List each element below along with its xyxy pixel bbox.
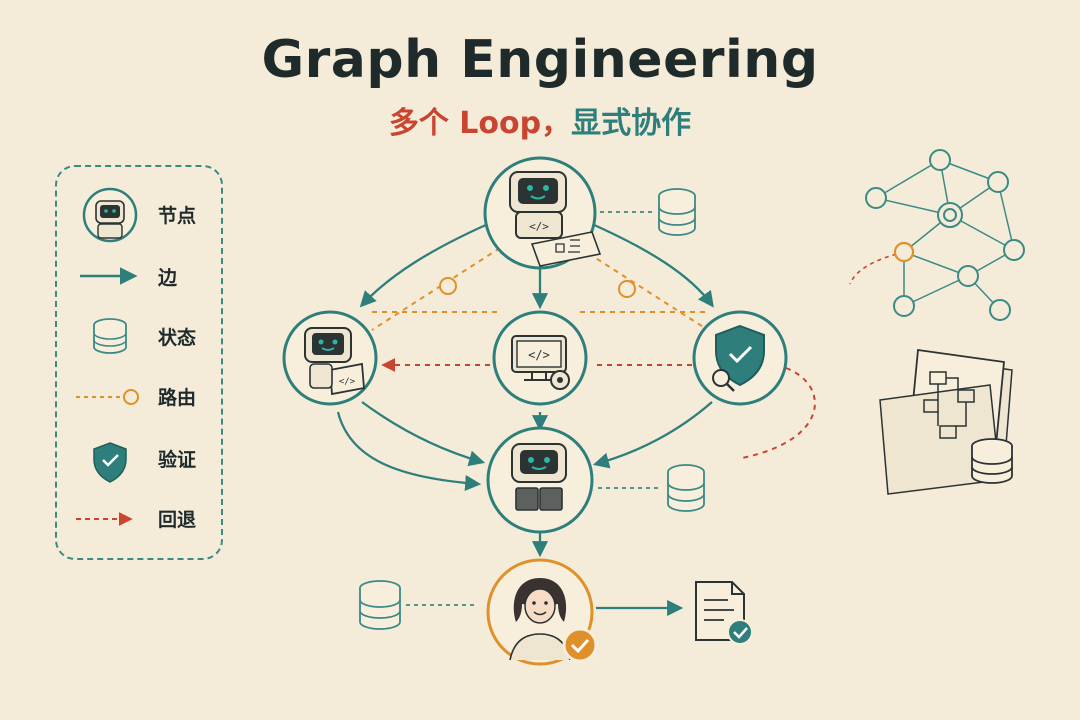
- legend-label-verify: 验证: [158, 449, 197, 471]
- node-planner: </>: [483, 156, 602, 270]
- document-check-icon: [695, 581, 753, 645]
- node-verifier: [692, 310, 788, 406]
- legend-label-fallback: 回退: [158, 509, 197, 531]
- node-coder: </>: [282, 310, 378, 406]
- route-markers: [439, 277, 636, 298]
- robot-laptop-icon: </>: [304, 327, 365, 396]
- page-subtitle: 多个 Loop，显式协作: [0, 98, 1080, 142]
- state-database-middle: [667, 464, 705, 512]
- legend-route-icon: [76, 389, 139, 405]
- graph-fallbacks: [381, 358, 816, 459]
- svg-text:</>: </>: [339, 377, 356, 387]
- legend-label-state: 状态: [158, 327, 197, 349]
- node-integrator: [486, 426, 594, 534]
- person-avatar-icon: [509, 578, 571, 661]
- node-executor: </>: [492, 310, 588, 406]
- state-database-bottom: [359, 580, 401, 630]
- legend-panel: [55, 165, 223, 560]
- edge-coder-integrator-b: [336, 411, 482, 492]
- legend-database-icon: [93, 318, 127, 354]
- route-planner-left: [371, 247, 501, 331]
- legend-label-node: 节点: [158, 205, 197, 227]
- subtitle-part-1: 多个 Loop，: [388, 106, 572, 141]
- graph-edges: [336, 222, 714, 617]
- robot-puzzle-icon: [511, 443, 567, 511]
- sketch-paper-icon: [530, 231, 602, 267]
- approved-badge-icon: [562, 627, 598, 663]
- legend-label-route: 路由: [158, 387, 197, 409]
- node-human-reviewer: [486, 558, 598, 666]
- edge-coder-integrator-a: [361, 401, 486, 467]
- svg-text:</>: </>: [528, 348, 550, 362]
- state-database-top: [658, 188, 696, 236]
- state-links: [406, 211, 660, 606]
- legend-label-edge: 边: [158, 267, 178, 289]
- legend-shield-icon: [93, 442, 127, 483]
- page-title: Graph Engineering: [261, 30, 819, 90]
- flowchart-papers-illustration: [879, 348, 1013, 495]
- route-planner-right: [579, 247, 709, 331]
- monitor-gear-icon: </>: [511, 335, 570, 390]
- legend-node-icon: [82, 187, 138, 243]
- network-graph-illustration: [849, 149, 1025, 321]
- subtitle-part-2: 显式协作: [571, 106, 692, 141]
- edge-planner-verifier: [591, 222, 714, 308]
- edge-verifier-integrator: [592, 401, 713, 469]
- edge-planner-coder: [359, 222, 489, 308]
- graph-routes: [371, 247, 709, 331]
- shield-search-icon: [712, 324, 765, 392]
- robot-icon: </>: [509, 171, 567, 239]
- svg-text:</>: </>: [529, 220, 549, 233]
